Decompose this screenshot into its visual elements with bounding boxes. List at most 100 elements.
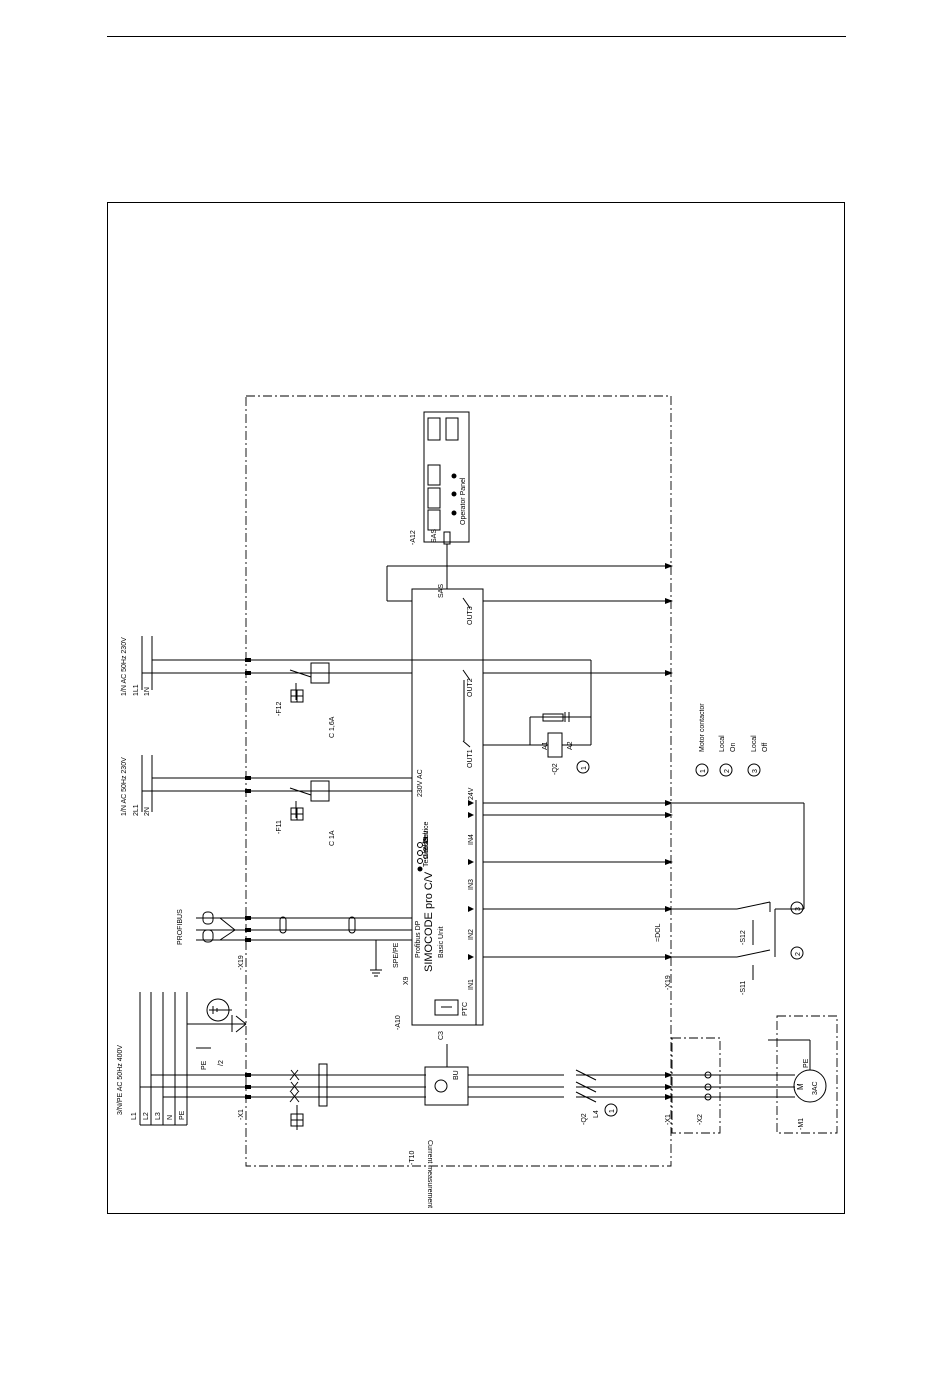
panel-designation: -A12 bbox=[410, 530, 417, 545]
diagram-frame bbox=[107, 202, 845, 1214]
current-module-name: -T10 bbox=[409, 1151, 416, 1166]
panel-title: Operator Panel bbox=[460, 477, 467, 525]
coil-a2-label: A2 bbox=[567, 741, 574, 750]
terminal-x19-right: -X19 bbox=[665, 975, 672, 990]
fuse-f12-rating: C 1,6A bbox=[329, 716, 336, 738]
spe-label: X9 bbox=[403, 976, 410, 985]
led-genfault-label: Gen.fault bbox=[423, 831, 430, 859]
device-designation: -A10 bbox=[395, 1015, 402, 1030]
aux-supply-2 bbox=[141, 755, 412, 812]
aux2-neutral-label: 2N bbox=[144, 807, 151, 816]
legend-2-number: 2 bbox=[724, 769, 731, 773]
push-buttons bbox=[736, 901, 771, 980]
led-bus-label: BUS bbox=[423, 836, 430, 851]
aux1-supply-label: 1/N AC 50Hz 230V bbox=[121, 637, 128, 696]
device-sas-label: SAS bbox=[438, 584, 445, 598]
profibus-lines bbox=[196, 911, 412, 977]
line-label-pe: PE bbox=[179, 1110, 186, 1120]
marker-1-main: 1 bbox=[604, 1103, 618, 1117]
legend-3-text2: Off bbox=[762, 743, 769, 752]
marker-3-number: 3 bbox=[795, 907, 802, 911]
device-subtitle: Basic Unit bbox=[438, 926, 445, 958]
pe-number: /2 bbox=[218, 1060, 225, 1066]
led-test-label: Test/reset bbox=[423, 837, 430, 867]
terminal-x1-left: -X1 bbox=[238, 1109, 245, 1120]
aux-supply-1 bbox=[141, 563, 673, 717]
aux1-neutral-label: 1N bbox=[144, 687, 151, 696]
motor-ac-label: 3AC bbox=[812, 1081, 819, 1095]
line-label-l3: L3 bbox=[155, 1112, 162, 1120]
line-label-n: N bbox=[167, 1115, 174, 1120]
current-module-label: Current measurement bbox=[426, 1140, 433, 1208]
button-s12-name: -S12 bbox=[740, 930, 747, 945]
cabinet-boundary bbox=[245, 395, 672, 1167]
output-out2-label: OUT2 bbox=[467, 678, 474, 697]
line-label-l2: L2 bbox=[143, 1112, 150, 1120]
dol-label: =DOL bbox=[655, 923, 662, 942]
profibus-label: PROFIBUS bbox=[177, 909, 184, 945]
marker-2-number: 2 bbox=[795, 952, 802, 956]
marker-2-on: 2 bbox=[790, 946, 804, 960]
main-supply-bus bbox=[139, 992, 188, 1126]
device-title: SIMOCODE pro C/V bbox=[423, 871, 435, 972]
marker-1-contactor: 1 bbox=[576, 760, 590, 774]
legend-3-number: 3 bbox=[752, 769, 759, 773]
legend: 1 Motor contactor 2 Local On 3 Local Off bbox=[695, 703, 769, 777]
input-lines bbox=[468, 800, 805, 960]
motor-symbol bbox=[768, 1039, 827, 1103]
legend-2-text: Local bbox=[719, 735, 726, 752]
input-in3-label: IN3 bbox=[468, 879, 475, 890]
terminal-x19-left: -X19 bbox=[238, 955, 245, 970]
legend-1-text: Motor contactor bbox=[699, 703, 706, 752]
input-in4-label: IN4 bbox=[468, 834, 475, 845]
c3-label: C3 bbox=[438, 1031, 445, 1040]
supply-voltage-label: 230V AC bbox=[417, 769, 424, 797]
main-phase-lines bbox=[140, 1073, 795, 1099]
motor-pe-label: PE bbox=[803, 1058, 810, 1068]
fuse-f12 bbox=[289, 662, 330, 703]
input-in2-label: IN2 bbox=[468, 929, 475, 940]
led-device-label: Device bbox=[423, 821, 430, 843]
output-out3-label: OUT3 bbox=[467, 606, 474, 625]
aux2-line-label: 2L1 bbox=[133, 804, 140, 816]
terminal-x1-right: -X1 bbox=[665, 1114, 672, 1125]
fuse-f11-rating: C 1A bbox=[329, 830, 336, 846]
profibus-dp-label: Profibus DP bbox=[415, 920, 422, 958]
fuse-f11 bbox=[289, 780, 330, 821]
marker-3-off: 3 bbox=[790, 901, 804, 915]
spe-pe-label: SPE/PE bbox=[393, 942, 400, 968]
contactor-l4-label: L4 bbox=[593, 1110, 600, 1118]
output-out1-label: OUT1 bbox=[467, 749, 474, 768]
current-bu-label: BU bbox=[453, 1070, 460, 1080]
main-supply-label: 3/N/PE AC 50Hz 400V bbox=[117, 1045, 124, 1115]
coil-a1-label: A1 bbox=[542, 741, 549, 750]
operator-panel bbox=[386, 411, 672, 602]
fuse-f11-name: -F11 bbox=[276, 820, 283, 834]
contactor-main-contacts bbox=[564, 1069, 597, 1103]
status-leds bbox=[417, 842, 423, 872]
legend-1-number: 1 bbox=[700, 769, 707, 773]
aux2-supply-label: 1/N AC 50Hz 230V bbox=[121, 757, 128, 816]
main-breaker bbox=[289, 1063, 328, 1130]
current-measurement-module bbox=[424, 1044, 469, 1106]
line-label-l1: L1 bbox=[131, 1112, 138, 1120]
page-header-rule bbox=[107, 36, 846, 37]
pe-label: PE bbox=[201, 1060, 208, 1070]
motor-m-label: M bbox=[796, 1083, 805, 1090]
input-in1-label: IN1 bbox=[468, 979, 475, 990]
terminal-x2: -X2 bbox=[697, 1114, 704, 1125]
aux1-line-label: 1L1 bbox=[133, 684, 140, 696]
marker-1-number: 1 bbox=[581, 766, 588, 770]
legend-3-text: Local bbox=[751, 735, 758, 752]
out2-and-coil bbox=[462, 669, 592, 758]
panel-sas-label: SAS bbox=[431, 529, 438, 543]
earth-icon bbox=[187, 998, 247, 1049]
ptc-label: PTC bbox=[462, 1002, 469, 1016]
out3-line bbox=[462, 597, 672, 609]
v24-label: 24V bbox=[468, 787, 475, 800]
fuse-f12-name: -F12 bbox=[276, 702, 283, 717]
marker-1b-number: 1 bbox=[609, 1109, 616, 1113]
contactor-main-name: -Q2 bbox=[581, 1113, 588, 1125]
contactor-name: -Q2 bbox=[552, 763, 559, 775]
